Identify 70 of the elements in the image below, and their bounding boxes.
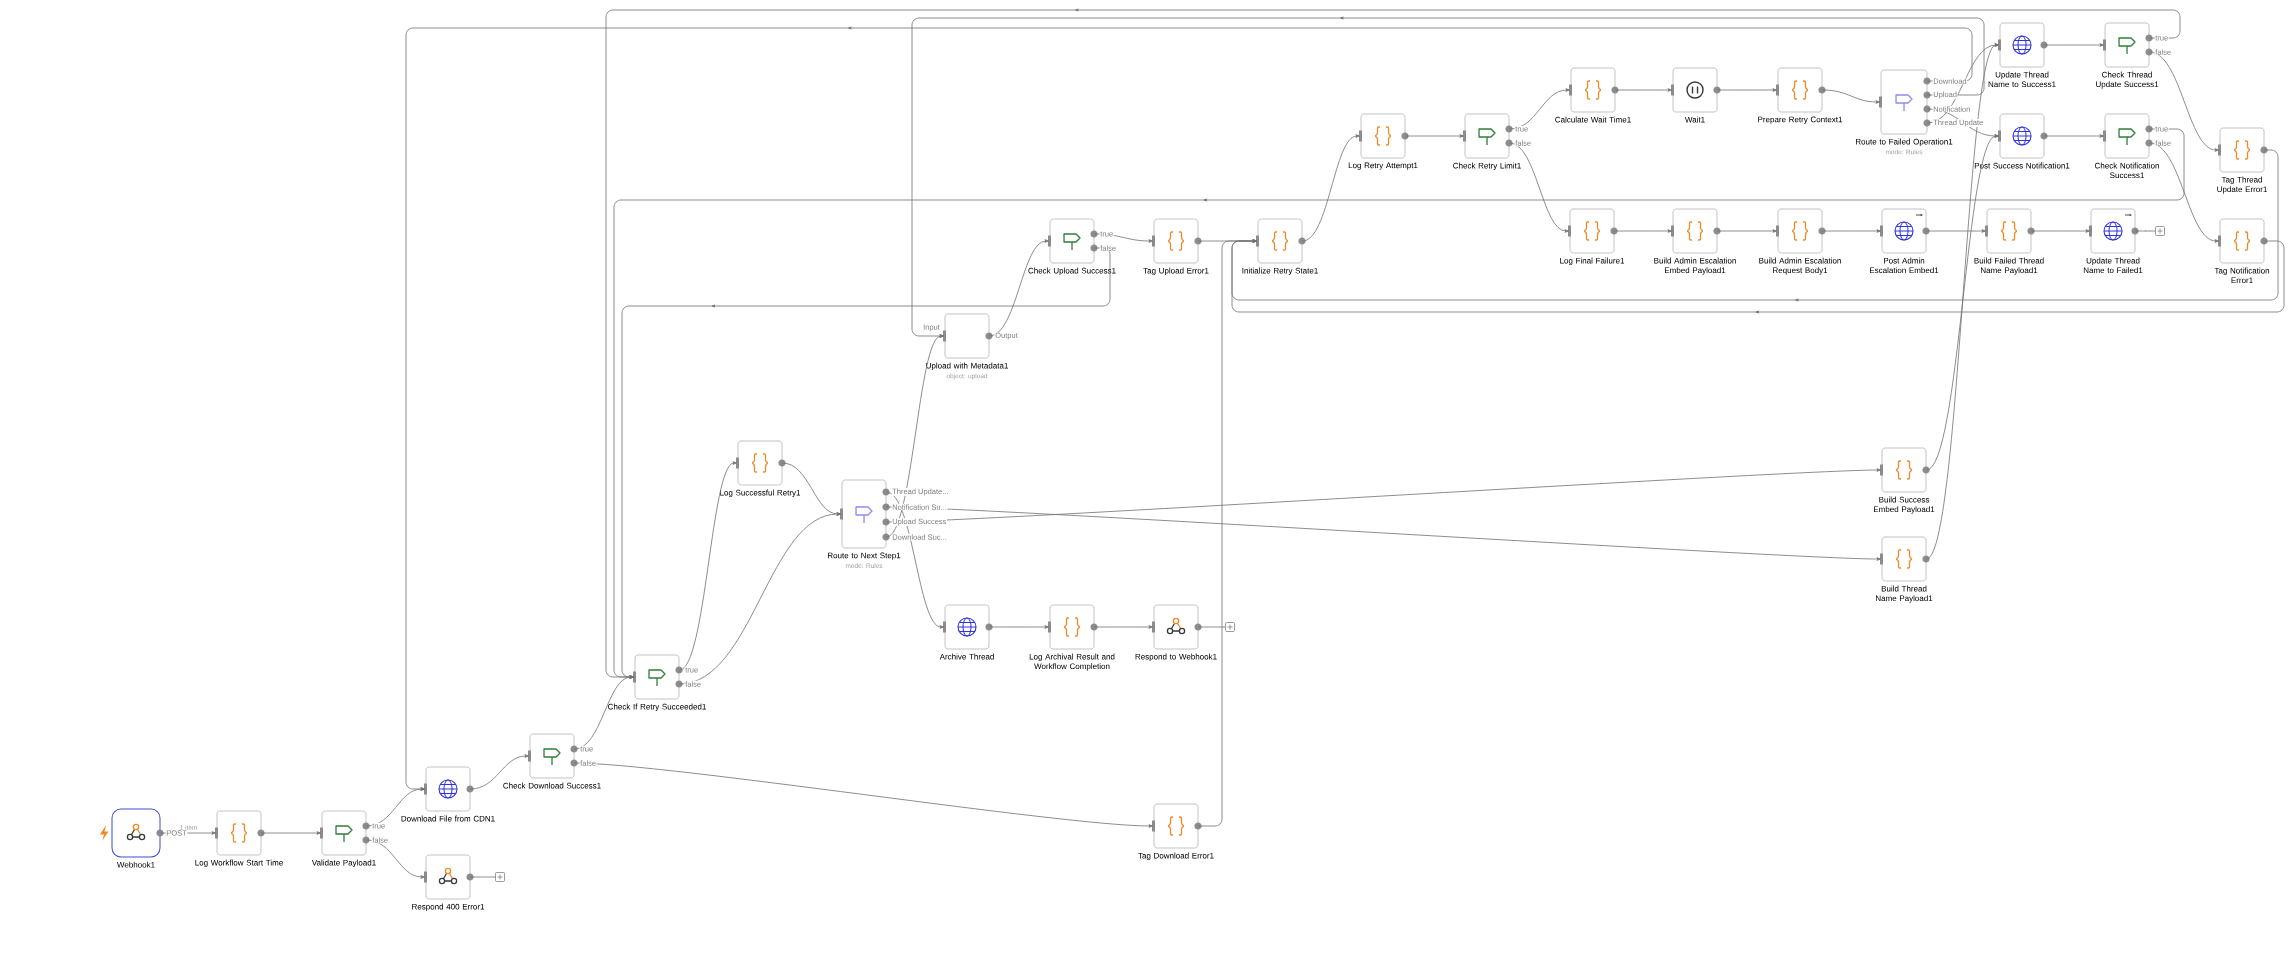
- arrow: [1405, 134, 1464, 138]
- arrow: [160, 831, 216, 835]
- arrow: [470, 754, 529, 790]
- add-button: [1225, 622, 1235, 632]
- workflow-node: Prepare Retry Context1: [1758, 67, 1843, 124]
- arrow: [886, 491, 944, 629]
- workflow-node: Tag Download Error1: [1138, 803, 1214, 861]
- arrow: [2149, 142, 2219, 243]
- workflow-node: Tag Thread Update Error1: [2217, 127, 2268, 194]
- arrow: [1615, 88, 1672, 92]
- arrow: [989, 239, 1049, 337]
- workflow-node: Log Retry Attempt1: [1348, 113, 1418, 170]
- arrow: [405, 26, 1973, 791]
- workflow-node: Build Admin Escalation Request Body1: [1759, 208, 1841, 275]
- arrow: [1302, 134, 1360, 242]
- arrow: [1094, 233, 1153, 243]
- arrow: [1717, 229, 1777, 233]
- arrow: [886, 506, 1881, 561]
- arrow: [366, 839, 425, 879]
- arrow: [605, 8, 2181, 679]
- workflow-node: Respond 400 Error1: [412, 854, 485, 912]
- workflow-node: Webhook1: [111, 808, 164, 868]
- workflow-node: Update Thread Name to Success1: [1988, 22, 2056, 88]
- workflow-node: Calculate Wait Time1: [1555, 67, 1631, 123]
- workflow-node: Tag Notification Error1: [2214, 218, 2270, 284]
- connector-line: [1198, 626, 1226, 628]
- workflow-node: Wait1: [1671, 67, 1721, 123]
- workflow-node: Log Successful Retry1: [720, 440, 801, 498]
- arrow: [1717, 88, 1777, 92]
- arrow: [1926, 43, 1999, 560]
- workflow-node: Archive Thread: [939, 604, 994, 660]
- arrow: [679, 461, 737, 671]
- arrow: [574, 762, 1153, 828]
- workflow-node: Post Admin Escalation Embed1: [1870, 208, 1939, 274]
- connector-line: [2135, 230, 2156, 232]
- arrow: [613, 128, 2185, 679]
- workflow-node: Build Failed Thread Name Payload1: [1974, 208, 2044, 275]
- arrow: [1822, 89, 1880, 104]
- arrow: [911, 16, 1985, 338]
- arrow: [886, 468, 1881, 523]
- workflow-node: Tag Upload Error1: [1143, 218, 1209, 276]
- arrow: [1614, 229, 1672, 233]
- workflow-node: Respond to Webhook1: [1135, 604, 1217, 662]
- workflow-node: Log Final Failure1: [1560, 208, 1625, 266]
- arrow: [261, 831, 321, 835]
- workflow-node: Build Success Embed Payload1: [1874, 447, 1935, 514]
- arrow: [1094, 625, 1153, 629]
- arrow: [1926, 134, 1999, 471]
- arrow: [2044, 43, 2104, 47]
- arrow: [1822, 229, 1881, 233]
- arrow: [782, 462, 841, 516]
- arrow: [1231, 149, 2279, 302]
- arrow: [1509, 88, 1570, 130]
- workflow-node: Build Admin Escalation Embed Payload1: [1654, 208, 1736, 275]
- arrow: [1926, 229, 1986, 233]
- add-button: [2155, 226, 2165, 236]
- workflow-node: Build Thread Name Payload1: [1876, 536, 1933, 603]
- add-button: [495, 872, 505, 882]
- workflow-node: Download File from CDN1: [401, 766, 495, 822]
- workflow-node: Update Thread Name to Failed1: [2083, 208, 2143, 274]
- arrow: [2031, 229, 2090, 233]
- arrow: [621, 247, 1111, 679]
- arrow: [2044, 134, 2104, 138]
- arrow: [1231, 239, 2285, 314]
- workflow-node: Initialize Retry State1: [1242, 218, 1318, 276]
- workflow-node: Log Archival Result and Workflow Completion: [1029, 604, 1115, 671]
- connector-line: [470, 876, 496, 878]
- arrow: [2149, 51, 2219, 152]
- arrow: [989, 625, 1049, 629]
- arrow: [1509, 142, 1569, 233]
